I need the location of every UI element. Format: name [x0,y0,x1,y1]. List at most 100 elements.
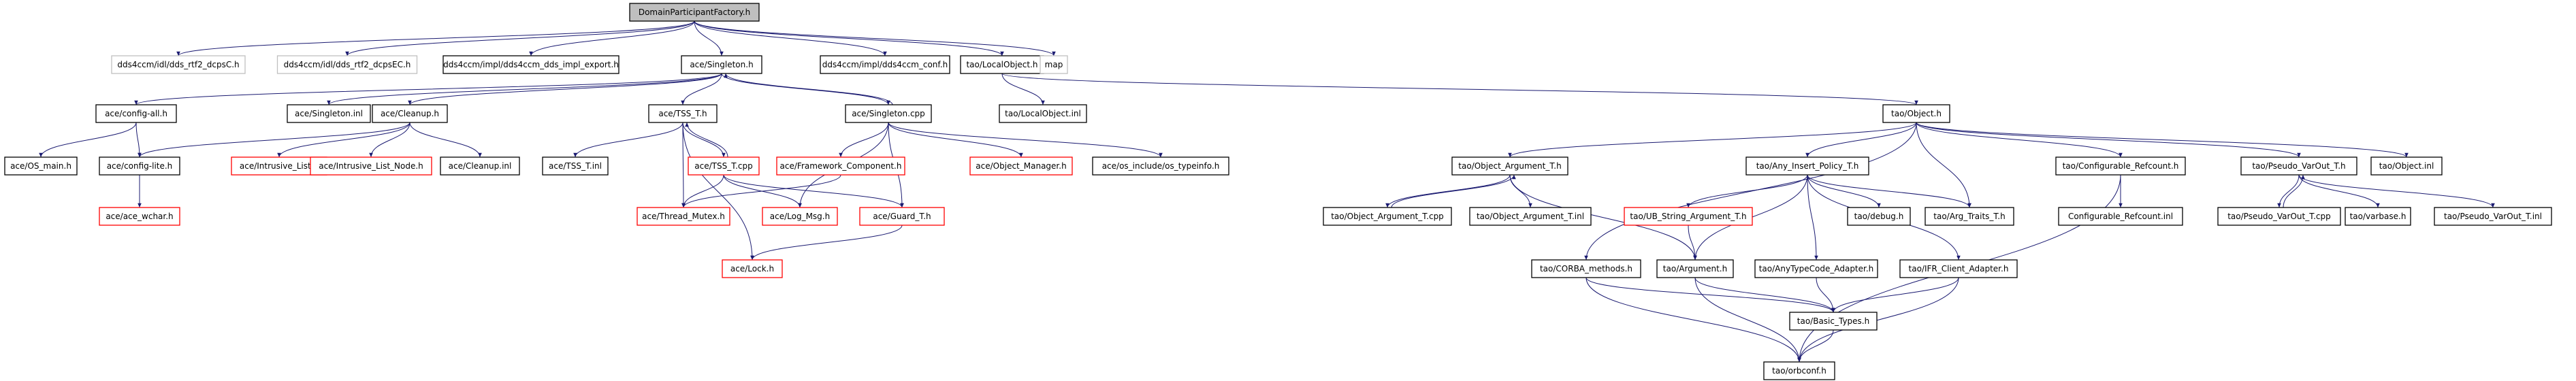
node-label: tao/orbconf.h [1772,366,1826,376]
node-box [1323,207,1452,226]
node-dpf[interactable]: DomainParticipantFactory.h [629,3,760,22]
node-varbase[interactable]: tao/varbase.h [2345,207,2411,226]
node-logmsg[interactable]: ace/Log_Msg.h [762,207,838,226]
node-argument[interactable]: tao/Argument.h [1656,259,1734,278]
node-anyinsert[interactable]: tao/Any_Insert_Policy_T.h [1745,156,1869,176]
node-label: tao/Object_Argument_T.h [1458,161,1561,171]
node-singleton[interactable]: ace/Singleton.h [681,55,762,74]
edge-objarg-to-objarginl [1509,174,1532,208]
node-tssinl[interactable]: ace/TSS_T.inl [542,156,609,176]
node-box [95,104,177,123]
edge-singletoncpp-to-objmgr [888,122,1023,158]
node-object[interactable]: tao/Object.h [1882,104,1950,123]
edge-pseudovar-to-varbase [2298,174,2380,208]
node-label: ace/Lock.h [730,264,774,274]
node-tsscpp[interactable]: ace/TSS_T.cpp [688,156,760,176]
edge-corbamethods-to-orbconf [1585,277,1801,363]
node-localobj[interactable]: tao/LocalObject.h [960,55,1044,74]
node-box [1882,104,1950,123]
node-dcpsEC[interactable]: dds4ccm/idl/dds_rtf2_dcpsEC.h [276,55,418,74]
node-basictypes[interactable]: tao/Basic_Types.h [1789,312,1878,331]
node-box [2058,207,2183,226]
node-box [99,156,180,176]
edge-anytypecode-to-basictypes [1816,277,1835,313]
node-pseudovar[interactable]: tao/Pseudo_VarOut_T.h [2240,156,2357,176]
node-objargcpp[interactable]: tao/Object_Argument_T.cpp [1323,207,1452,226]
node-ifrclient[interactable]: tao/IFR_Client_Adapter.h [1899,259,2018,278]
node-singletoncpp[interactable]: ace/Singleton.cpp [845,104,932,123]
edge-argument-to-basictypes [1694,277,1835,313]
node-box [2055,156,2186,176]
node-cleanupinl[interactable]: ace/Cleanup.inl [440,156,520,176]
node-box [688,156,760,176]
edge-dpf-to-dcpsC [176,20,695,56]
node-box [442,55,619,74]
node-map[interactable]: map [1040,55,1068,74]
node-tss[interactable]: ace/TSS_T.h [648,104,718,123]
node-label: tao/LocalObject.inl [1005,109,1081,118]
node-framework[interactable]: ace/Framework_Component.h [776,156,905,176]
edge-tsscpp-to-guard [723,174,904,208]
node-objectinl[interactable]: tao/Object.inl [2370,156,2443,176]
node-label: tao/AnyTypeCode_Adapter.h [1759,264,1874,274]
node-objarg[interactable]: tao/Object_Argument_T.h [1451,156,1568,176]
node-singletoninl[interactable]: ace/Singleton.inl [287,104,371,123]
node-objmgr[interactable]: ace/Object_Manager.h [969,156,1073,176]
edge-cleanup-to-cleanupinl [409,122,482,158]
edge-singletoncpp-to-framework [839,122,889,158]
node-confrefcount[interactable]: tao/Configurable_Refcount.h [2055,156,2186,176]
node-conf[interactable]: dds4ccm/impl/dds4ccm_conf.h [820,55,950,74]
node-box [2217,207,2341,226]
node-dcpsC[interactable]: dds4ccm/idl/dds_rtf2_dcpsC.h [111,55,246,74]
node-localobjinl[interactable]: tao/LocalObject.inl [999,104,1087,123]
node-confrefinl[interactable]: Configurable_Refcount.inl [2058,207,2183,226]
edge-localobj-to-object [1001,73,1918,105]
node-label: ace/Guard_T.h [873,212,931,221]
node-typeinfo[interactable]: ace/os_include/os_typeinfo.h [1092,156,1229,176]
node-intrusivenode[interactable]: ace/Intrusive_List_Node.h [310,156,432,176]
node-guard[interactable]: ace/Guard_T.h [859,207,945,226]
node-pseudovarcpp[interactable]: tao/Pseudo_VarOut_T.cpp [2217,207,2341,226]
node-label: dds4ccm/impl/dds4ccm_conf.h [822,60,948,69]
edge-tss-to-tsscpp [682,122,726,158]
node-box [1789,312,1878,331]
node-label: tao/UB_String_Argument_T.h [1630,212,1746,221]
node-orbconf[interactable]: tao/orbconf.h [1763,361,1835,380]
edge-singletoncpp-to-typeinfo [888,122,1163,158]
node-box [111,55,246,74]
node-label: tao/Pseudo_VarOut_T.cpp [2227,212,2331,221]
node-argtraits[interactable]: tao/Arg_Traits_T.h [1925,207,2014,226]
edge-anyinsert-to-ubstring [1686,174,1808,208]
edge-objargcpp-to-objarg [1391,174,1516,208]
nodes: DomainParticipantFactory.h dds4ccm/idl/dd… [4,3,2552,380]
node-debug[interactable]: tao/debug.h [1847,207,1911,226]
node-box [859,207,945,226]
node-pseudovarinl[interactable]: tao/Pseudo_VarOut_T.inl [2434,207,2552,226]
node-ubstring[interactable]: tao/UB_String_Argument_T.h [1624,207,1753,226]
node-label: ace/Singleton.h [690,60,753,69]
node-osmain[interactable]: ace/OS_main.h [4,156,78,176]
node-box [820,55,950,74]
edge-singletoncpp-to-singleton [724,73,893,105]
node-anytypecode[interactable]: tao/AnyTypeCode_Adapter.h [1754,259,1878,278]
node-box [1451,156,1568,176]
node-cleanup[interactable]: ace/Cleanup.h [372,104,448,123]
node-objarginl[interactable]: tao/Object_Argument_T.inl [1469,207,1592,226]
node-lock[interactable]: ace/Lock.h [722,259,783,278]
node-label: tao/Pseudo_VarOut_T.h [2252,161,2345,171]
node-threadmutex[interactable]: ace/Thread_Mutex.h [637,207,730,226]
node-acewchar[interactable]: ace/ace_wchar.h [99,207,180,226]
edge-ifrclient-to-orbconf [1797,277,1959,363]
node-corbamethods[interactable]: tao/CORBA_methods.h [1531,259,1641,278]
node-implexp[interactable]: dds4ccm/impl/dds4ccm_dds_impl_export.h [442,55,619,74]
node-label: ace/OS_main.h [10,161,71,171]
node-label: tao/varbase.h [2350,212,2406,221]
edge-dpf-to-map [694,20,1056,56]
node-box [99,207,180,226]
node-box [542,156,609,176]
node-label: ace/config-lite.h [107,161,173,171]
node-configall[interactable]: ace/config-all.h [95,104,177,123]
node-box [2345,207,2411,226]
node-configlite[interactable]: ace/config-lite.h [99,156,180,176]
node-box [1531,259,1641,278]
